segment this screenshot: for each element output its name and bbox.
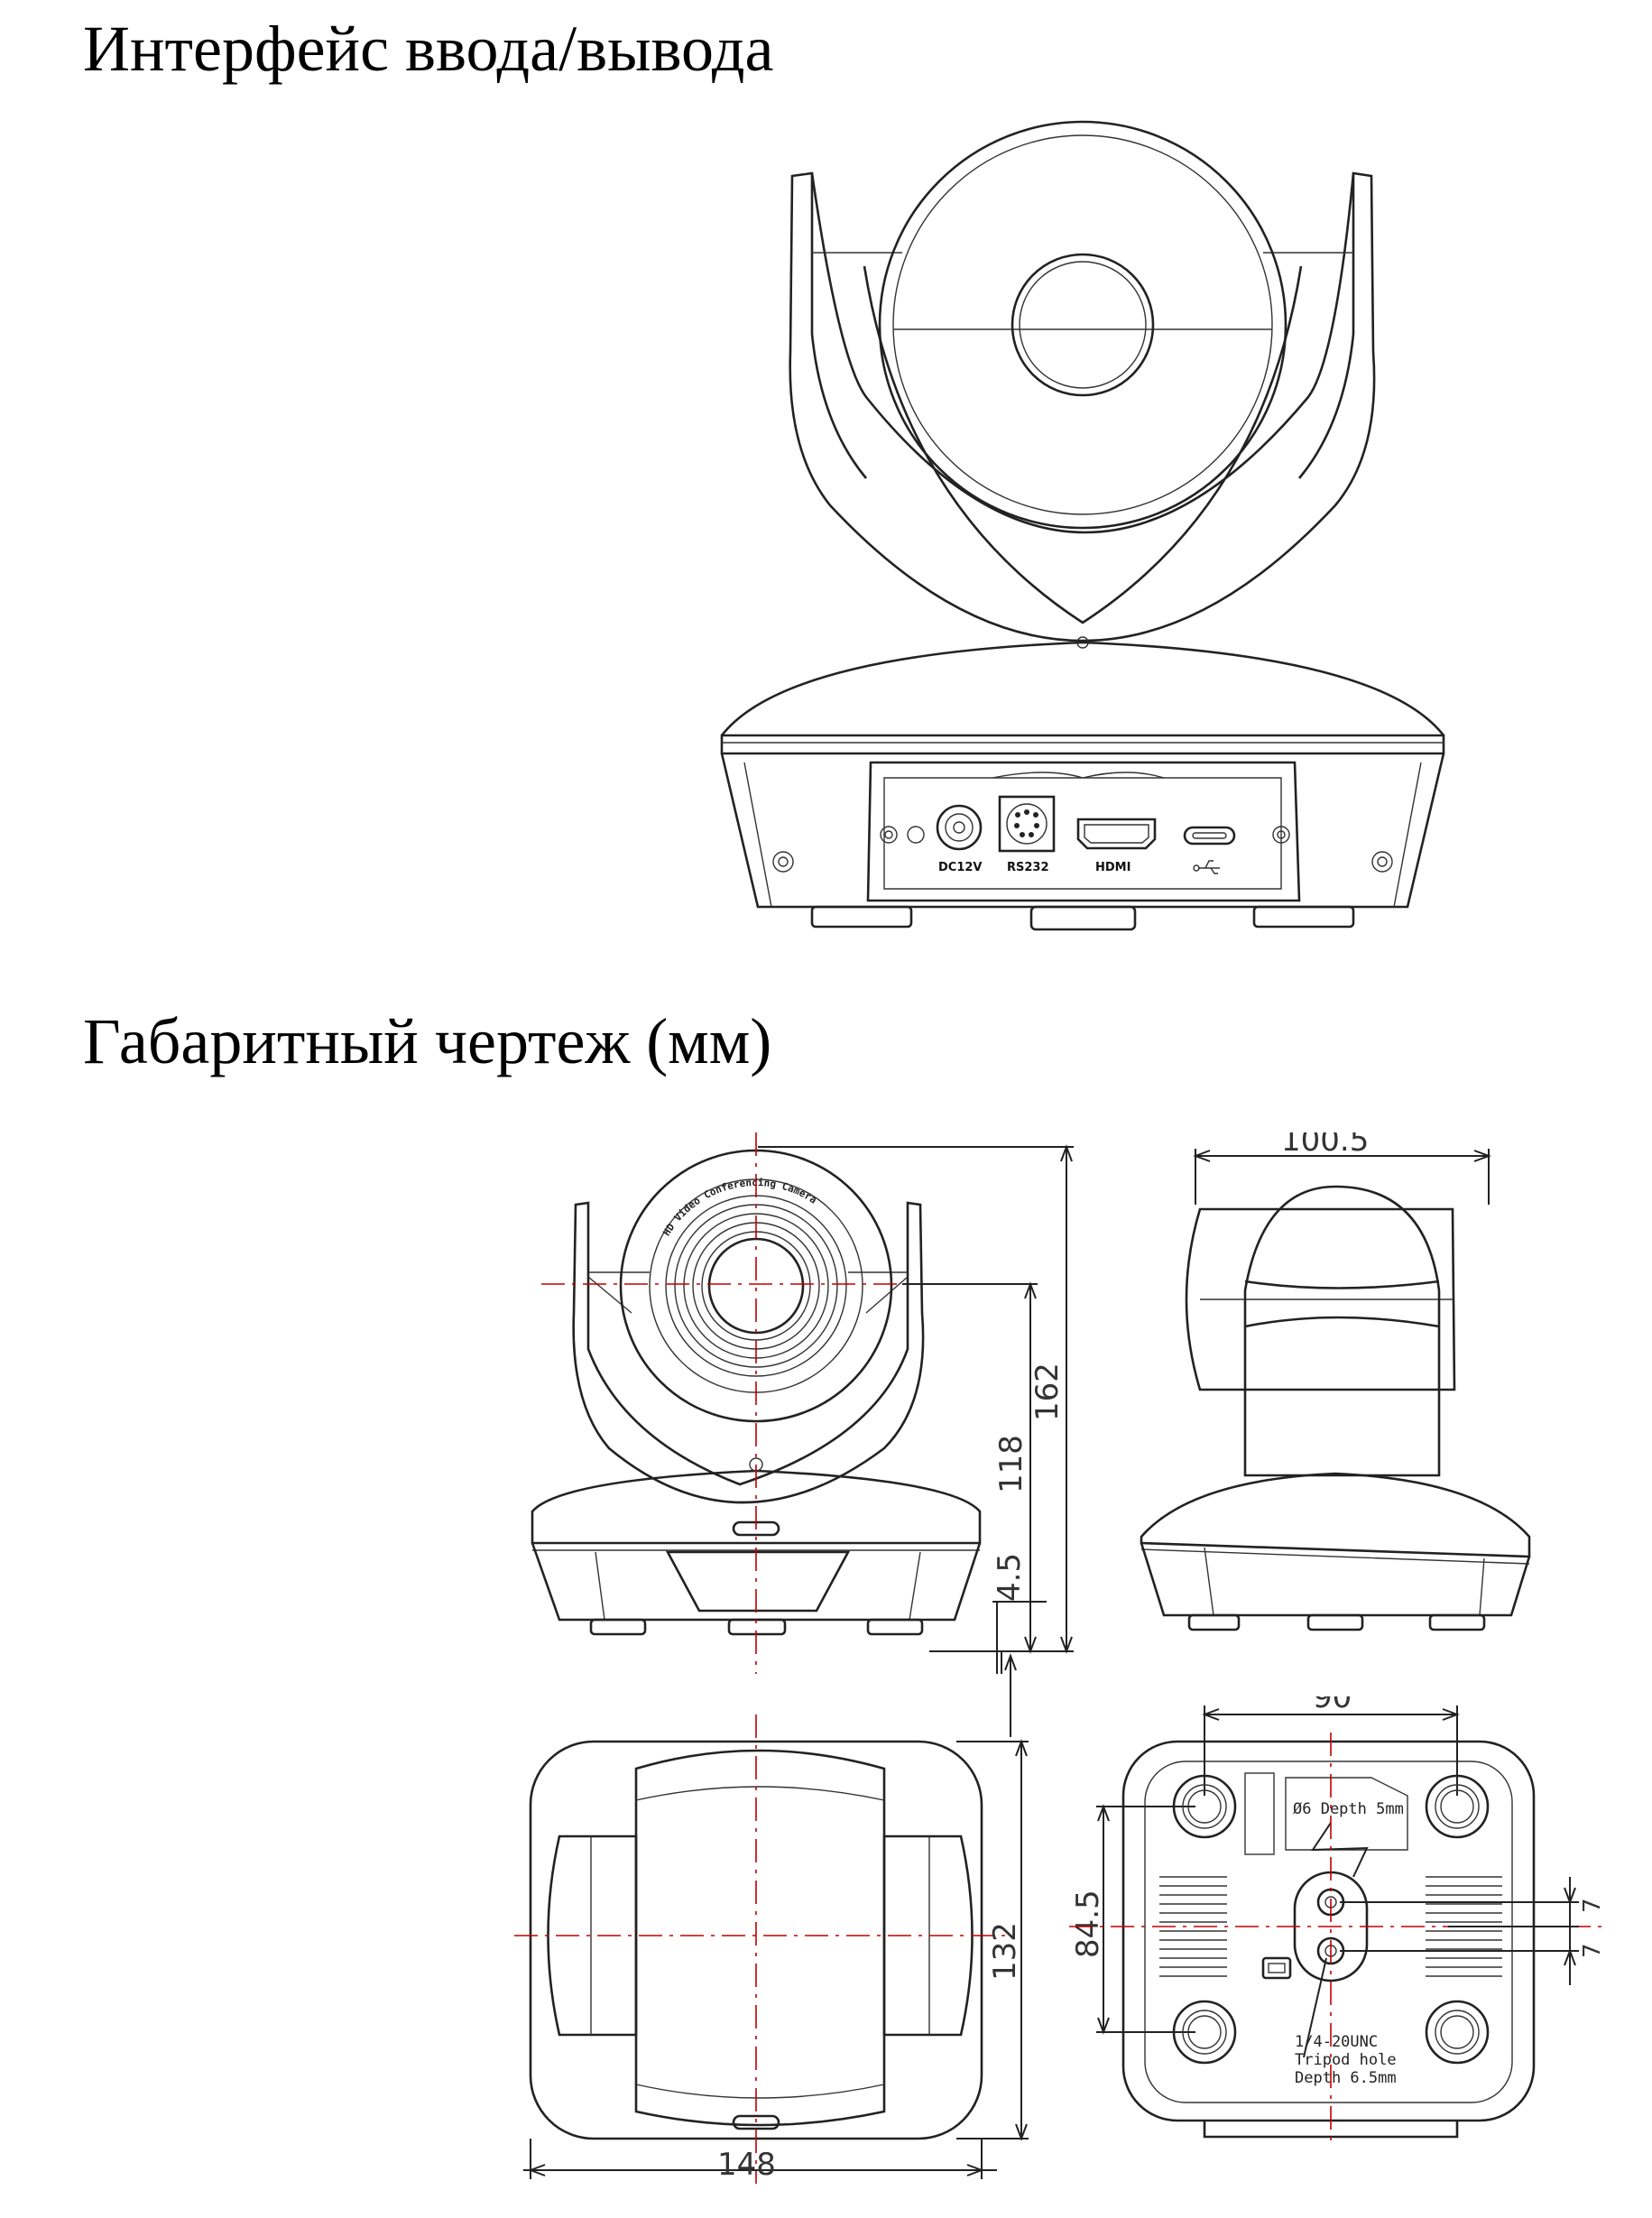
camera-rear-view: DC12V RS232 HDMI xyxy=(720,120,1445,931)
port-label-dc: DC12V xyxy=(938,861,982,874)
foot-top-right xyxy=(1425,1774,1490,1839)
camera-front-view: HD Video Conferencing Camera 162 118 4.5 xyxy=(531,1132,1074,1674)
dim-top-width: 148 xyxy=(717,2147,776,2183)
dimension-drawing-heading: Габаритный чертеж (мм) xyxy=(83,1005,772,1077)
hole-note: Ø6 Depth 5mm xyxy=(1293,1800,1404,1818)
io-interface-heading: Интерфейс ввода/вывода xyxy=(83,13,774,85)
dim-height-base: 4.5 xyxy=(992,1553,1028,1602)
foot-bottom-left xyxy=(1172,2000,1237,2065)
port-label-rs232: RS232 xyxy=(1007,861,1049,874)
vent-left xyxy=(1159,1876,1227,1977)
dim-foot-spacing-y: 84.5 xyxy=(1070,1890,1106,1958)
camera-top-view: 148 132 xyxy=(514,1714,1029,2184)
vent-right xyxy=(1426,1876,1502,1977)
tripod-note-1: 1/4-20UNC xyxy=(1295,2033,1378,2051)
dim-side-depth: 100.5 xyxy=(1281,1132,1369,1159)
dim-height-lens: 118 xyxy=(993,1435,1029,1493)
camera-side-view: 100.5 xyxy=(1140,1132,1531,1631)
usb-icon xyxy=(1193,860,1220,874)
dim-offset-1: 7 xyxy=(1579,1898,1606,1913)
base-height-arrow xyxy=(1004,1653,1017,1737)
foot-bottom-right xyxy=(1425,2000,1490,2065)
dim-offset-2: 7 xyxy=(1579,1943,1606,1958)
dim-top-depth: 132 xyxy=(987,1922,1023,1981)
tripod-note-2: Tripod hole xyxy=(1295,2051,1397,2069)
camera-bottom-view: 90 84.5 Ø6 Depth 5mm 1/4-20UNC Tripod ho… xyxy=(1069,1696,1606,2148)
tripod-note-3: Depth 6.5mm xyxy=(1295,2069,1397,2087)
lens-ring-text: HD Video Conferencing Camera xyxy=(660,1177,818,1238)
foot-top-left xyxy=(1172,1774,1237,1839)
dim-foot-spacing-x: 90 xyxy=(1313,1696,1352,1715)
dim-height-total: 162 xyxy=(1029,1363,1066,1421)
port-label-hdmi: HDMI xyxy=(1095,861,1131,874)
